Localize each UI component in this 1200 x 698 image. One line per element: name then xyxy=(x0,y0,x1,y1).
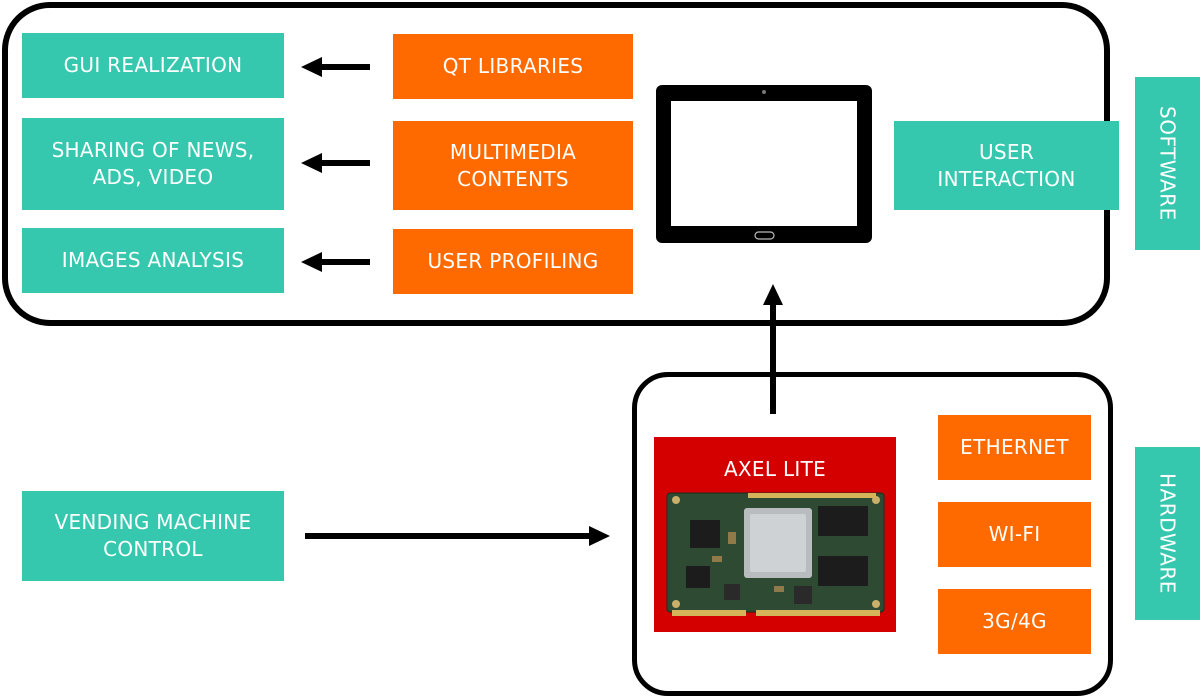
arrow-vending-to-board xyxy=(305,526,610,546)
sharing-news-box: SHARING OF NEWS, ADS, VIDEO xyxy=(22,118,284,210)
arrow-multimedia-to-sharing xyxy=(301,153,370,173)
hardware-label-text: HARDWARE xyxy=(1155,473,1180,594)
software-side-label: SOFTWARE xyxy=(1135,77,1200,250)
axel-lite-title: AXEL LITE xyxy=(723,457,827,481)
images-analysis-box: IMAGES ANALYSIS xyxy=(22,228,284,293)
wifi-box: WI-FI xyxy=(938,502,1091,567)
arrow-hardware-to-tablet xyxy=(763,284,783,414)
arrow-qt-to-gui xyxy=(301,57,370,77)
vending-machine-control-box: VENDING MACHINE CONTROL xyxy=(22,491,284,581)
ethernet-box: ETHERNET xyxy=(938,415,1091,480)
gui-realization-box: GUI REALIZATION xyxy=(22,33,284,98)
hardware-side-label: HARDWARE xyxy=(1135,447,1200,620)
qt-libraries-box: QT LIBRARIES xyxy=(393,34,633,99)
software-label-text: SOFTWARE xyxy=(1155,106,1180,221)
arrow-profiling-to-images xyxy=(301,252,370,272)
user-interaction-box: USER INTERACTION xyxy=(894,121,1119,210)
cellular-box: 3G/4G xyxy=(938,589,1091,654)
user-profiling-box: USER PROFILING xyxy=(393,229,633,294)
multimedia-contents-box: MULTIMEDIA CONTENTS xyxy=(393,121,633,210)
